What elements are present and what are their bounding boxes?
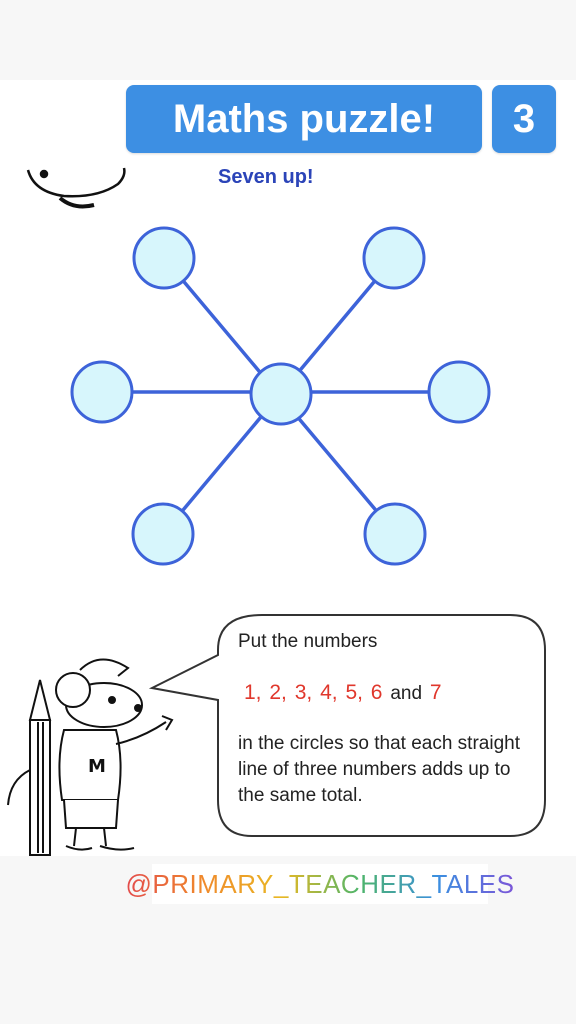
sticker-title-text: Maths puzzle! <box>172 96 436 141</box>
number-list: 1, 2, 3, 4, 5, 6 and 7 <box>244 680 442 707</box>
puzzle-title: Seven up! <box>218 166 314 188</box>
speech-bubble <box>148 614 546 837</box>
number-4: 4, <box>320 681 338 704</box>
puzzle-number-sticker: 3 <box>492 85 556 153</box>
number-2: 2, <box>269 681 287 704</box>
top-band <box>0 0 576 80</box>
instruction-rest: in the circles so that each straight lin… <box>238 733 520 806</box>
account-handle[interactable]: @PRIMARY_TEACHER_TALES <box>126 864 514 904</box>
and-word: and <box>390 683 423 704</box>
number-1: 1, <box>244 681 262 704</box>
sticker-number-text: 3 <box>512 96 536 141</box>
circle-left[interactable] <box>70 360 134 424</box>
number-5: 5, <box>345 681 363 704</box>
svg-text:M: M <box>88 756 106 777</box>
cartoon-mouse-icon: M <box>7 658 174 856</box>
cartoon-head-icon <box>26 167 126 209</box>
circle-center[interactable] <box>249 362 313 426</box>
number-6: 6 <box>370 681 383 704</box>
instruction-intro: Put the numbers <box>238 631 378 652</box>
title-sticker: Maths puzzle! <box>126 85 482 153</box>
circle-bottom-right[interactable] <box>363 502 427 566</box>
circle-bottom-left[interactable] <box>131 502 195 566</box>
circle-right[interactable] <box>427 360 491 424</box>
number-3: 3, <box>294 681 313 704</box>
circle-top-left[interactable] <box>132 226 196 290</box>
handle-text: @PRIMARY_TEACHER_TALES <box>125 868 515 899</box>
circle-top-right[interactable] <box>362 226 426 290</box>
number-7: 7 <box>429 681 442 704</box>
